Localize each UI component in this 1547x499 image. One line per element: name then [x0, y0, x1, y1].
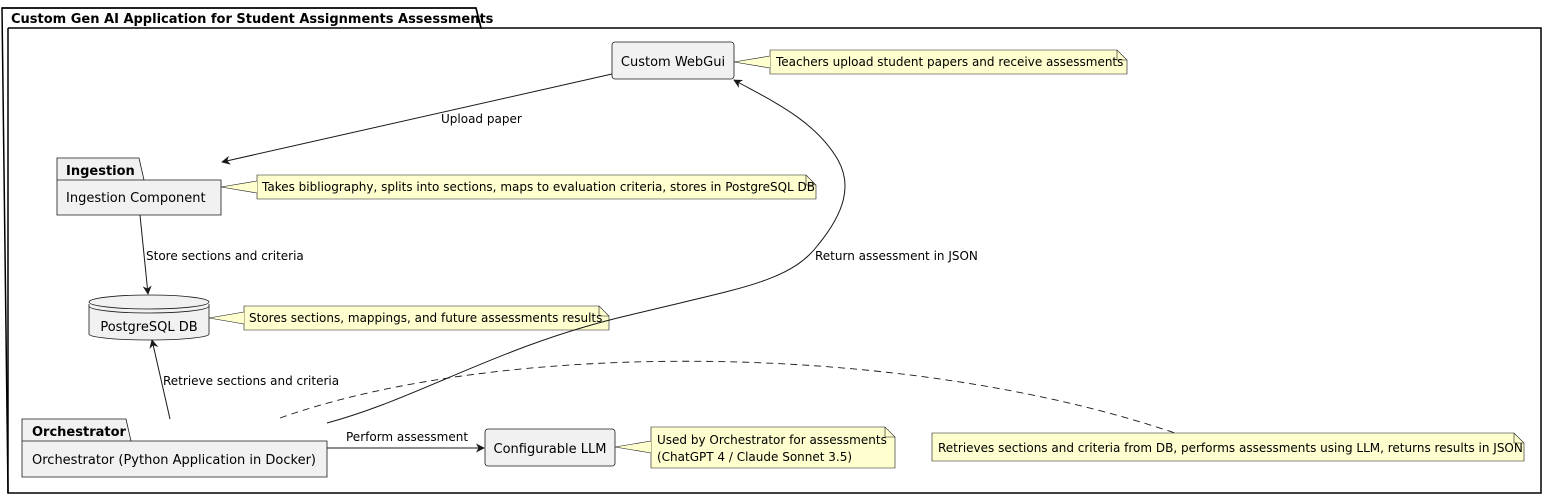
- edge-store-label: Store sections and criteria: [146, 249, 304, 263]
- edge-store: Store sections and criteria: [139, 214, 304, 295]
- postgresql-db-label: PostgreSQL DB: [100, 320, 197, 335]
- llm-note-line2: (ChatGPT 4 / Claude Sonnet 3.5): [657, 450, 852, 464]
- ingestion-package-title: Ingestion: [66, 164, 135, 179]
- outer-package: Custom Gen AI Application for Student As…: [1, 7, 1542, 494]
- webgui-component: Custom WebGui: [611, 41, 735, 80]
- outer-package-title: Custom Gen AI Application for Student As…: [11, 12, 494, 27]
- db-note: Stores sections, mappings, and future as…: [208, 305, 610, 331]
- edge-return-label: Return assessment in JSON: [815, 249, 978, 263]
- orchestrator-package-title: Orchestrator: [32, 425, 127, 440]
- edge-upload-label: Upload paper: [441, 112, 522, 126]
- llm-component: Configurable LLM: [484, 428, 616, 467]
- orchestrator-note-text: Retrieves sections and criteria from DB,…: [938, 441, 1523, 455]
- orchestrator-component-label: Orchestrator (Python Application in Dock…: [32, 453, 316, 468]
- llm-note: Used by Orchestrator for assessments (Ch…: [614, 426, 896, 469]
- orchestrator-note: Retrieves sections and criteria from DB,…: [279, 360, 1525, 462]
- ingestion-note-text: Takes bibliography, splits into sections…: [261, 180, 815, 194]
- orchestrator-package: Orchestrator Orchestrator (Python Applic…: [21, 418, 328, 478]
- edge-retrieve: Retrieve sections and criteria: [149, 339, 339, 420]
- webgui-note-text: Teachers upload student papers and recei…: [775, 55, 1123, 69]
- db-note-text: Stores sections, mappings, and future as…: [249, 311, 602, 325]
- webgui-label: Custom WebGui: [621, 55, 725, 70]
- webgui-note: Teachers upload student papers and recei…: [733, 49, 1128, 75]
- postgresql-db: PostgreSQL DB: [88, 294, 210, 341]
- ingestion-note: Takes bibliography, splits into sections…: [220, 174, 817, 200]
- llm-note-line1: Used by Orchestrator for assessments: [657, 433, 887, 447]
- ingestion-package: Ingestion Ingestion Component: [56, 157, 222, 216]
- llm-label: Configurable LLM: [494, 442, 607, 457]
- edge-perform: Perform assessment: [327, 430, 485, 453]
- edge-perform-label: Perform assessment: [346, 430, 468, 444]
- edge-upload-paper: Upload paper: [221, 73, 613, 165]
- ingestion-component-label: Ingestion Component: [66, 191, 206, 206]
- edge-retrieve-label: Retrieve sections and criteria: [163, 374, 339, 388]
- edge-return: Return assessment in JSON: [326, 79, 978, 424]
